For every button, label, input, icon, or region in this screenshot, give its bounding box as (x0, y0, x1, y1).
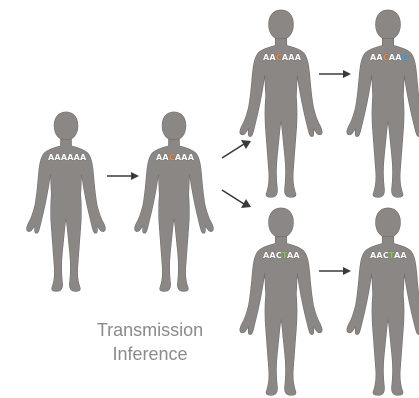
base-6: A (293, 251, 299, 260)
base-6: A (400, 251, 406, 260)
figure-head (269, 10, 294, 40)
sequence-label-gen2-bottom: AACTAA (263, 251, 300, 261)
base-6: A (80, 153, 86, 162)
sequence-label-gen2-top: AACAAA (263, 53, 301, 63)
person-figure-gen3-top (340, 8, 419, 200)
sequence-label-gen0: AAAAAA (48, 153, 86, 163)
person-figure-gen2-top (233, 8, 329, 200)
figure-head (54, 112, 78, 141)
sequence-label-gen3-top: AACAAG (370, 53, 408, 63)
arrow-gen2-top-to-gen3-top (317, 67, 353, 81)
arrow-gen2-bottom-to-gen3-bottom (317, 264, 353, 278)
person-figure-gen0 (20, 110, 112, 294)
sequence-label-gen1: AACAAA (156, 153, 194, 163)
base-6: G (402, 53, 409, 62)
caption: Transmission Inference (70, 318, 230, 366)
caption-line-1: Transmission (70, 318, 230, 342)
caption-line-2: Inference (70, 342, 230, 366)
figure-head (376, 10, 401, 40)
base-6: A (188, 153, 194, 162)
figure-head (376, 208, 401, 238)
person-figure-gen3-bottom (340, 206, 419, 398)
person-figure-gen2-bottom (233, 206, 329, 398)
sequence-label-gen3-bottom: AACTAA (370, 251, 407, 261)
base-6: A (295, 53, 301, 62)
figure-head (269, 208, 294, 238)
arrow-gen1-to-gen2-bottom (220, 188, 254, 210)
arrow-gen1-to-gen2-top (220, 138, 254, 160)
figure-head (162, 112, 186, 141)
arrow-gen0-to-gen1 (105, 169, 141, 183)
person-figure-gen1 (128, 110, 220, 294)
